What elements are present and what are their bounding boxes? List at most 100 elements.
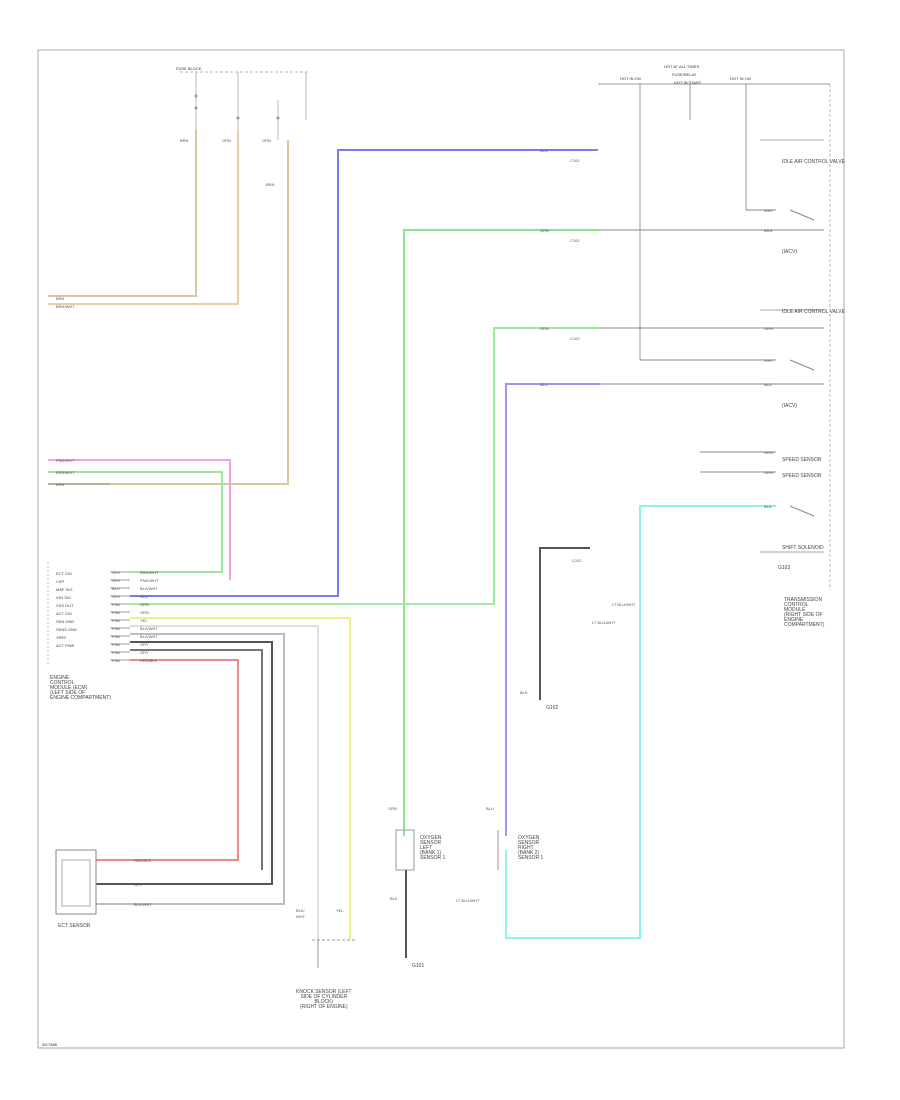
- wire-codes: BRN GRN GRN BRN BRN BRN/WHT PNK/WHT BRN/…: [56, 138, 774, 919]
- oxygen-sensor-right-label-line: SENSOR: [518, 840, 540, 846]
- diagram-code: W17888: [42, 1042, 58, 1047]
- oxygen-sensor-left-label-line: LEFT: [420, 845, 433, 851]
- svg-text:YEL: YEL: [336, 908, 344, 913]
- transmission-module-label: TRANSMISSION CONTROL MODULE (RIGHT SIDE …: [784, 598, 824, 628]
- svg-text:BRN/WHT: BRN/WHT: [56, 304, 75, 309]
- fuse-top-right-label: HOT AT ALL TIMES: [664, 64, 699, 69]
- svg-text:BRN: BRN: [180, 138, 189, 143]
- oxygen-sensor-left: [395, 829, 415, 958]
- knock-sensor-label-line: (RIGHT OF ENGINE): [299, 1004, 348, 1010]
- yellow-wire: [130, 617, 351, 940]
- ground-label: G102: [546, 705, 559, 711]
- right-component-label: IDLE AIR CONTROL VALVE: [782, 159, 845, 165]
- transmission-module-label-line: COMPARTMENT): [784, 622, 825, 628]
- oxygen-sensor-right-label: OXYGEN SENSOR RIGHT (BANK 2) SENSOR 1: [518, 836, 543, 861]
- oxygen-sensor-right-label-line: SENSOR 1: [518, 855, 544, 861]
- svg-text:RED/BLK: RED/BLK: [134, 858, 151, 863]
- fuse-block-left: [180, 71, 310, 140]
- svg-text:PNK: PNK: [112, 634, 121, 639]
- svg-text:LT BLU/WHT: LT BLU/WHT: [612, 602, 636, 607]
- tan-wires: [48, 130, 289, 485]
- right-component-label: (IACV): [782, 249, 797, 255]
- knock-sensor-label-line: SIDE OF CYLINDER: [300, 994, 348, 1000]
- oxygen-sensor-right-label-line: RIGHT: [518, 845, 534, 851]
- left-connector-wires: [48, 459, 231, 580]
- svg-text:GRN: GRN: [540, 228, 549, 233]
- fuse-label-1: HOT IN ON: [620, 76, 641, 81]
- fuse-block-right: [598, 83, 831, 590]
- svg-text:GRN: GRN: [140, 602, 149, 607]
- ecm-connector: [47, 562, 130, 666]
- fuse-label-3: HOT IN ON: [730, 76, 751, 81]
- knock-sensor-connector: [312, 939, 356, 968]
- svg-text:WHT: WHT: [764, 358, 774, 363]
- svg-text:YEL: YEL: [140, 618, 148, 623]
- svg-text:PNK: PNK: [112, 610, 121, 615]
- ecm-pin: SENS GND: [56, 627, 77, 632]
- cyan-wire: [505, 505, 776, 939]
- svg-text:BLU: BLU: [764, 382, 772, 387]
- right-component-label: SPEED SENSOR: [782, 457, 822, 463]
- red-wire: [96, 659, 239, 861]
- transmission-module-label-line: (RIGHT SIDE OF: [784, 612, 823, 618]
- svg-text:BLK/WHT: BLK/WHT: [134, 902, 152, 907]
- right-component-label: SPEED SENSOR: [782, 473, 822, 479]
- oxygen-sensor-left-label-line: (BANK 1): [420, 850, 442, 856]
- ecm-pin: ACT SIG: [56, 611, 72, 616]
- ecm-pin: ACT PWR: [56, 643, 75, 648]
- svg-text:GRN: GRN: [140, 610, 149, 615]
- svg-text:PNK: PNK: [112, 642, 121, 647]
- svg-text:PNK/WHT: PNK/WHT: [56, 458, 75, 463]
- svg-text:BLK: BLK: [520, 690, 528, 695]
- oxygen-sensor-left-label-line: SENSOR: [420, 840, 442, 846]
- green-wire-mid: [130, 327, 600, 605]
- svg-text:BLU: BLU: [540, 148, 548, 153]
- svg-text:BLK/WHT: BLK/WHT: [140, 626, 158, 631]
- svg-text:PNK/WHT: PNK/WHT: [140, 578, 159, 583]
- ground-label: G101: [412, 963, 425, 969]
- svg-text:PNK: PNK: [112, 650, 121, 655]
- ect-sensor-label: ECT SENSOR: [58, 923, 91, 929]
- oxygen-sensor-left-label: OXYGEN SENSOR LEFT (BANK 1) SENSOR 1: [420, 836, 445, 861]
- right-component-lines: [600, 139, 824, 553]
- svg-text:C102: C102: [570, 336, 580, 341]
- oxygen-sensor-left-label-line: OXYGEN: [420, 835, 442, 841]
- svg-text:WHT: WHT: [296, 914, 306, 919]
- right-component-label: IDLE AIR CONTROL VALVE: [782, 309, 845, 315]
- svg-text:GRN: GRN: [764, 470, 773, 475]
- svg-text:BLU: BLU: [140, 594, 148, 599]
- ecm-pin: SEN GND: [56, 619, 75, 624]
- svg-text:GRY: GRY: [112, 570, 121, 575]
- ecm-label-line: ENGINE COMPARTMENT): [50, 695, 111, 701]
- svg-text:LT BLU/WHT: LT BLU/WHT: [592, 620, 616, 625]
- svg-text:BLU: BLU: [540, 382, 548, 387]
- green-wire-vertical: [403, 229, 600, 836]
- ecm-label: ENGINE CONTROL MODULE (ECM) (LEFT SIDE O…: [50, 676, 111, 701]
- svg-text:BLU: BLU: [486, 806, 494, 811]
- svg-text:BLK/WHT: BLK/WHT: [140, 634, 158, 639]
- svg-text:BRN: BRN: [764, 228, 773, 233]
- transmission-module-label-line: TRANSMISSION: [784, 597, 823, 603]
- svg-text:BLK: BLK: [764, 504, 772, 509]
- oxygen-sensor-right-label-line: (BANK 2): [518, 850, 540, 856]
- svg-text:GRN: GRN: [388, 806, 397, 811]
- svg-text:RED/BLK: RED/BLK: [140, 658, 157, 663]
- violet-wire: [505, 383, 600, 836]
- svg-text:BRN: BRN: [56, 482, 65, 487]
- ecm-pin: VREF: [56, 635, 67, 640]
- svg-text:C102: C102: [570, 158, 580, 163]
- svg-text:BLK: BLK: [390, 896, 398, 901]
- fuse-top-right-sublabel: FUSE/RELAY: [672, 72, 697, 77]
- svg-text:GRN: GRN: [764, 326, 773, 331]
- svg-text:BLU: BLU: [112, 586, 120, 591]
- ground-wire-center: [539, 547, 590, 700]
- knock-sensor-label-line: KNOCK SENSOR (LEFT: [296, 989, 352, 995]
- oxygen-sensor-right-label-line: OXYGEN: [518, 835, 540, 841]
- diagram-border: [37, 49, 845, 1049]
- svg-text:PNK: PNK: [112, 602, 121, 607]
- ect-sensor-box: [55, 849, 97, 915]
- svg-text:BRN: BRN: [56, 296, 65, 301]
- right-component-label: (IACV): [782, 403, 797, 409]
- svg-text:LT BLU/WHT: LT BLU/WHT: [456, 898, 480, 903]
- svg-text:C102: C102: [570, 238, 580, 243]
